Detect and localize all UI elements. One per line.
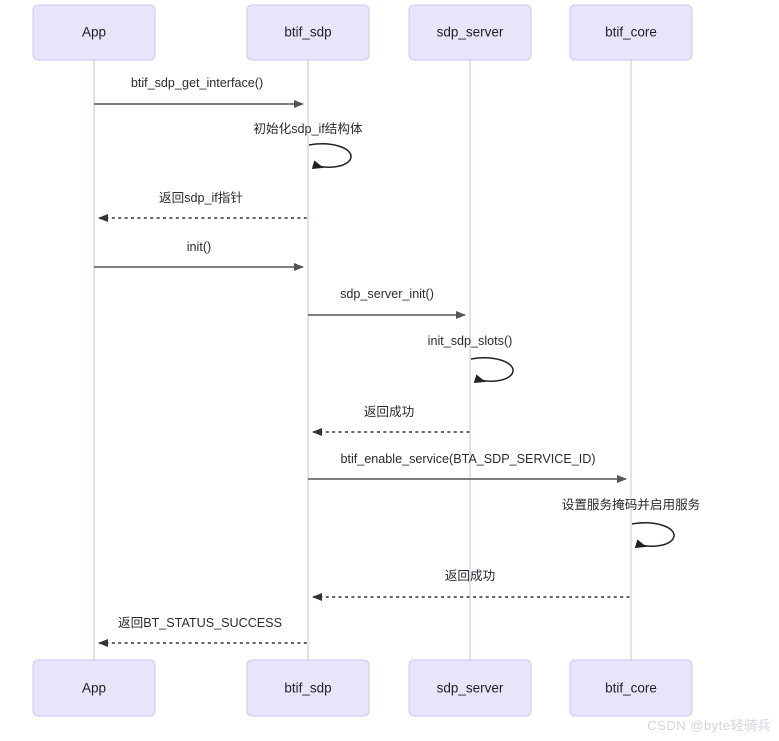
participant-box-btif_sdp-top[interactable] <box>246 4 370 61</box>
message-label-5: sdp_server_init() <box>340 287 434 301</box>
participant-box-btif_core-top[interactable] <box>569 4 693 61</box>
message-label-2: 初始化sdp_if结构体 <box>253 122 363 136</box>
message-label-11: 返回BT_STATUS_SUCCESS <box>118 616 282 630</box>
participant-label-sdp_server-bottom: sdp_server <box>437 681 504 696</box>
participant-box-app-top[interactable] <box>32 4 156 61</box>
message-10-return-success-btif_core: 返回成功 <box>312 569 631 601</box>
participant-label-app-top: App <box>82 25 106 40</box>
participant-label-sdp_server-top: sdp_server <box>437 25 504 40</box>
message-label-1: btif_sdp_get_interface() <box>131 76 263 90</box>
participant-box-sdp_server-top[interactable] <box>408 4 532 61</box>
message-4-init: init() <box>94 240 304 271</box>
message-label-10: 返回成功 <box>445 569 495 583</box>
message-7-return-success-sdp_server: 返回成功 <box>312 405 470 436</box>
participant-box-sdp_server-bottom[interactable] <box>408 659 532 717</box>
message-11-return-bt_status_success: 返回BT_STATUS_SUCCESS <box>98 616 308 647</box>
self-loop-arrow-6 <box>470 357 514 384</box>
message-label-8: btif_enable_service(BTA_SDP_SERVICE_ID) <box>340 452 595 466</box>
message-label-7: 返回成功 <box>364 405 414 419</box>
message-label-9: 设置服务掩码并启用服务 <box>562 497 701 512</box>
message-3-return-sdp_if-pointer: 返回sdp_if指针 <box>98 191 308 222</box>
participant-label-btif_core-bottom: btif_core <box>605 681 657 696</box>
message-5-sdp_server_init: sdp_server_init() <box>308 287 466 319</box>
participant-box-btif_sdp-bottom[interactable] <box>246 659 370 717</box>
participant-label-btif_sdp-bottom: btif_sdp <box>284 681 331 696</box>
message-label-4: init() <box>187 240 212 254</box>
participant-label-btif_sdp-top: btif_sdp <box>284 25 331 40</box>
participants-footer: App btif_sdp sdp_server btif_core <box>32 659 693 717</box>
message-label-6: init_sdp_slots() <box>428 334 513 348</box>
message-8-btif_enable_service: btif_enable_service(BTA_SDP_SERVICE_ID) <box>308 452 627 483</box>
lifelines <box>93 60 632 660</box>
participant-box-app-bottom[interactable] <box>32 659 156 717</box>
message-label-3: 返回sdp_if指针 <box>159 191 243 205</box>
csdn-watermark: CSDN @byte轻骑兵 <box>647 718 771 733</box>
participants-header: App btif_sdp sdp_server btif_core <box>32 4 693 61</box>
participant-label-app-bottom: App <box>82 681 106 696</box>
message-1-btif_sdp_get_interface: btif_sdp_get_interface() <box>94 76 304 108</box>
message-9-set-service-mask: 设置服务掩码并启用服务 <box>562 497 701 549</box>
self-loop-arrow-9 <box>631 522 675 549</box>
message-6-init_sdp_slots: init_sdp_slots() <box>428 334 514 384</box>
message-2-init-sdp-if-struct: 初始化sdp_if结构体 <box>253 122 363 170</box>
participant-label-btif_core-top: btif_core <box>605 25 657 40</box>
self-loop-arrow-2 <box>308 143 352 170</box>
participant-box-btif_core-bottom[interactable] <box>569 659 693 717</box>
